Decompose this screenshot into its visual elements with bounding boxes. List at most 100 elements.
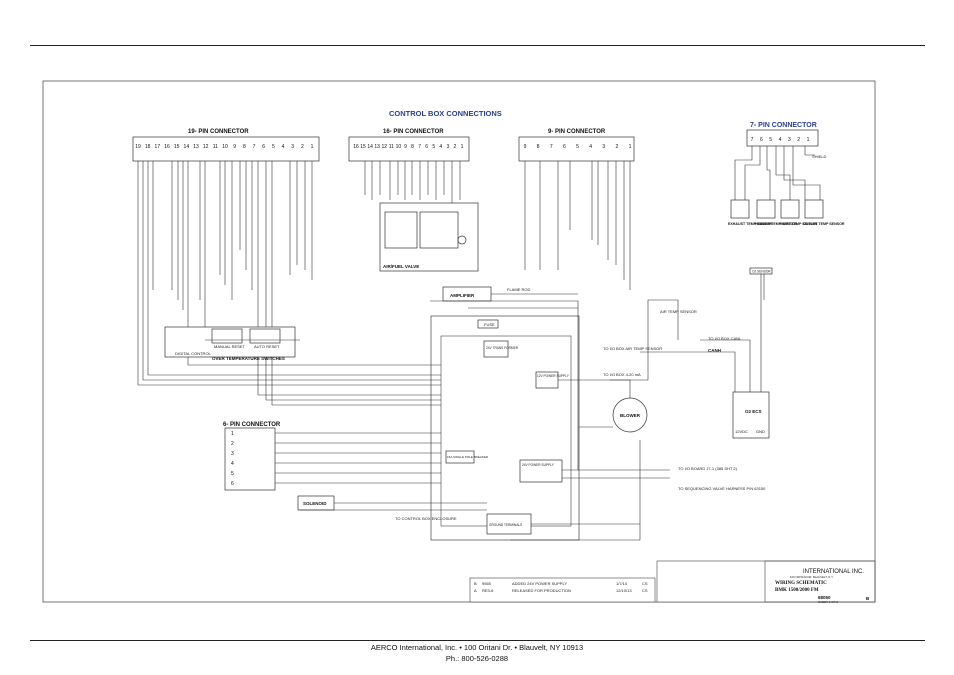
pin-c19-13: 13 bbox=[193, 144, 199, 150]
title-block: INTERNATIONAL INC. 100 ORITANI DR. BLAUV… bbox=[469, 560, 876, 604]
pin-c16-3: 3 bbox=[446, 144, 449, 150]
pin-c16-5: 5 bbox=[432, 144, 435, 150]
o2-ecs-box bbox=[732, 391, 770, 439]
pin-c16-6: 6 bbox=[425, 144, 428, 150]
pin-c6-3: 3 bbox=[231, 451, 234, 457]
pin-c7-2: 2 bbox=[797, 137, 800, 143]
connector-6-label: 6- PIN CONNECTOR bbox=[223, 422, 281, 428]
pin-c9-6: 6 bbox=[563, 144, 566, 150]
pin-c19-6: 6 bbox=[262, 144, 265, 150]
wires-16 bbox=[364, 161, 461, 205]
pin-c6-1: 1 bbox=[231, 431, 234, 437]
wires-19 bbox=[137, 161, 313, 405]
drawing-frame bbox=[42, 80, 876, 603]
gnd-label: GND bbox=[756, 429, 765, 434]
pin-c6-2: 2 bbox=[231, 441, 234, 447]
wires-7 bbox=[734, 146, 821, 200]
pin-c9-8: 8 bbox=[537, 144, 540, 150]
pin-c9-3: 3 bbox=[602, 144, 605, 150]
pin-c7-7: 7 bbox=[751, 137, 754, 143]
revision-cell: RE3-6 bbox=[482, 588, 494, 593]
blower-label: BLOWER bbox=[620, 413, 641, 418]
connector-9-label: 9- PIN CONNECTOR bbox=[548, 129, 606, 135]
pin-c16-8: 8 bbox=[411, 144, 414, 150]
temp-sensors: EXHAUST TEMP SENSOR HEADER TEMP SENSOR I… bbox=[728, 199, 845, 226]
pin-c16-14: 14 bbox=[367, 144, 373, 150]
pin-c19-5: 5 bbox=[272, 144, 275, 150]
company-address: 100 ORITANI DR. BLAUVELT, N.Y. bbox=[790, 575, 834, 579]
pin-c9-2: 2 bbox=[615, 144, 618, 150]
power-box: POWER BOX FUSE 24V TRANS FORMER 12V POWE… bbox=[430, 315, 580, 596]
rev-letter: B bbox=[866, 596, 870, 601]
pin-c9-4: 4 bbox=[589, 144, 592, 150]
air-temp-sensor-label: AIR TEMP SENSOR bbox=[660, 309, 697, 314]
pin-c7-6: 6 bbox=[760, 137, 763, 143]
revision-cell: ADDED 24V POWER SUPPLY bbox=[512, 581, 567, 586]
header-rule bbox=[30, 45, 925, 46]
canh-label: CANH bbox=[708, 348, 721, 353]
bus-wires bbox=[138, 293, 762, 541]
revision-cell: B bbox=[474, 581, 477, 586]
fuse-label: FUSE bbox=[484, 322, 495, 327]
pin-c7-5: 5 bbox=[769, 137, 772, 143]
pin-c9-5: 5 bbox=[576, 144, 579, 150]
pin-c19-12: 12 bbox=[203, 144, 209, 150]
inlet-temp-label: INLET TEMP SENSOR bbox=[780, 222, 818, 226]
company-name: INTERNATIONAL INC. bbox=[803, 569, 864, 575]
wiring-schematic: CONTROL BOX CONNECTIONS 19- PIN CONNECTO… bbox=[42, 80, 876, 604]
pin-c6-5: 5 bbox=[231, 471, 234, 477]
pin-c16-4: 4 bbox=[439, 144, 442, 150]
footer-rule bbox=[30, 640, 925, 641]
flame-rod-label: FLAME ROD bbox=[507, 287, 530, 292]
pin-c19-9: 9 bbox=[233, 144, 236, 150]
pin-c19-4: 4 bbox=[282, 144, 285, 150]
pin-c19-15: 15 bbox=[174, 144, 180, 150]
revision-cell: 9565 bbox=[482, 581, 492, 586]
o2-ecs-label: O2 ECS bbox=[745, 409, 762, 414]
air-fuel-valve-label: AIR/FUEL VALVE bbox=[383, 264, 419, 269]
connector-7-label: 7- PIN CONNECTOR bbox=[750, 122, 817, 129]
footer-phone: Ph.: 800-526-0288 bbox=[445, 654, 509, 663]
to-control-box-label: TO CONTROL BOX ENCLOSURE bbox=[395, 516, 457, 521]
v12dc-label: 12VDC bbox=[735, 429, 748, 434]
shield-label: SHIELD bbox=[812, 154, 827, 159]
drawing-model: BMK 1500/2000 FM bbox=[775, 588, 819, 593]
pin-c9-1: 1 bbox=[629, 144, 632, 150]
pin-c19-17: 17 bbox=[155, 144, 161, 150]
to-io-air-label: TO I/O BOX AIR TEMP SENSOR bbox=[603, 346, 662, 351]
pin-c16-2: 2 bbox=[454, 144, 457, 150]
pin-c16-7: 7 bbox=[418, 144, 421, 150]
pin-c16-12: 12 bbox=[381, 144, 387, 150]
pin-c16-10: 10 bbox=[396, 144, 402, 150]
auto-reset-label: AUTO RESET bbox=[254, 344, 280, 349]
solenoid-label: SOLENOID bbox=[303, 501, 327, 506]
transformer-label: 24V TRANS FORMER bbox=[486, 346, 519, 350]
manual-reset-label: MANUAL RESET bbox=[214, 344, 246, 349]
to-io-420-label: TO I/O BOX 4-20 mA bbox=[603, 372, 641, 377]
pin-c16-13: 13 bbox=[374, 144, 380, 150]
amplifier-label: AMPLIFIER bbox=[450, 293, 475, 298]
ps12-label: 12V POWER SUPPLY bbox=[537, 374, 570, 378]
pin-c19-18: 18 bbox=[145, 144, 151, 150]
pin-c19-19: 19 bbox=[135, 144, 141, 150]
pin-c19-2: 2 bbox=[301, 144, 304, 150]
pin-c19-10: 10 bbox=[222, 144, 228, 150]
connector-19-label: 19- PIN CONNECTOR bbox=[188, 129, 249, 135]
pin-c7-3: 3 bbox=[788, 137, 791, 143]
pin-c16-11: 11 bbox=[389, 144, 394, 150]
pin-c16-15: 15 bbox=[360, 144, 366, 150]
footer-address: AERCO International, Inc. • 100 Oritani … bbox=[370, 643, 584, 652]
pin-c6-4: 4 bbox=[231, 461, 234, 467]
revision-cell: A bbox=[474, 588, 477, 593]
pin-c19-16: 16 bbox=[164, 144, 170, 150]
sheet-number: SHEET 1 OF 2 bbox=[818, 600, 838, 604]
to-io-canl-label: TO I/O BOX CANL bbox=[708, 336, 742, 341]
